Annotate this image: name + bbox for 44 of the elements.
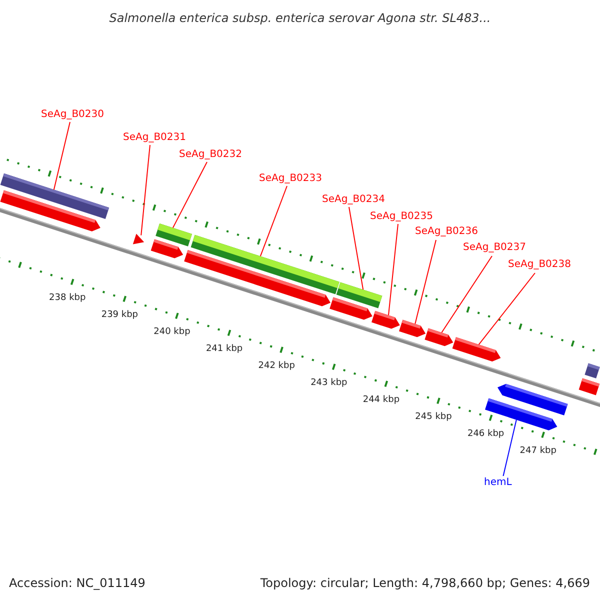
gene-feature <box>452 337 501 362</box>
gene-label: SeAg_B0231 <box>123 131 186 144</box>
gene-label: SeAg_B0238 <box>508 258 571 271</box>
scale-label: 242 kbp <box>258 361 295 372</box>
gene-label: SeAg_B0233 <box>259 172 322 185</box>
gene-feature <box>584 363 600 378</box>
gene-feature <box>132 234 144 244</box>
leader-line <box>53 122 70 190</box>
leader-line <box>502 419 517 478</box>
accession-note: Accession: NC_011149 <box>9 575 146 592</box>
gene-feature <box>578 378 600 396</box>
leader-line <box>388 224 398 316</box>
gene-feature <box>150 239 184 258</box>
gene-feature <box>184 250 330 306</box>
scale-label: 241 kbp <box>206 344 243 356</box>
scale-label: 240 kbp <box>154 327 190 338</box>
gene-label: SeAg_B0237 <box>463 241 526 254</box>
gene-feature <box>330 297 372 320</box>
gene-feature <box>0 190 100 232</box>
gene-label: SeAg_B0236 <box>415 225 478 238</box>
scale-label: 246 kbp <box>467 429 504 440</box>
scale-label: 245 kbp <box>415 412 452 424</box>
leader-line <box>172 162 208 228</box>
gene-label: SeAg_B0232 <box>179 148 242 161</box>
gene-label: SeAg_B0230 <box>41 108 104 121</box>
leader-line <box>441 256 492 333</box>
scale-label: 238 kbp <box>49 293 86 304</box>
leader-line <box>260 186 288 257</box>
gene-label: SeAg_B0234 <box>322 193 385 206</box>
gene-feature <box>424 328 454 346</box>
gene-feature <box>399 320 426 338</box>
scale-label: 239 kbp <box>101 310 138 322</box>
scale-label: 244 kbp <box>362 395 400 406</box>
leader-line <box>348 206 364 290</box>
gene-feature <box>498 384 568 416</box>
scale-label: 247 kbp <box>520 446 556 458</box>
genome-summary: Topology: circular; Length: 4,798,660 bp; Genes: 4,669 <box>260 575 590 592</box>
leader-line <box>478 272 536 346</box>
scale-label: 243 kbp <box>310 378 348 390</box>
gene-label: SeAg_B0235 <box>370 210 433 223</box>
map-title: Salmonella enterica subsp. enterica serovar Agona str. SL483... <box>108 10 492 27</box>
leader-line <box>414 240 436 324</box>
leader-line <box>140 144 150 236</box>
gene-feature <box>372 310 400 329</box>
